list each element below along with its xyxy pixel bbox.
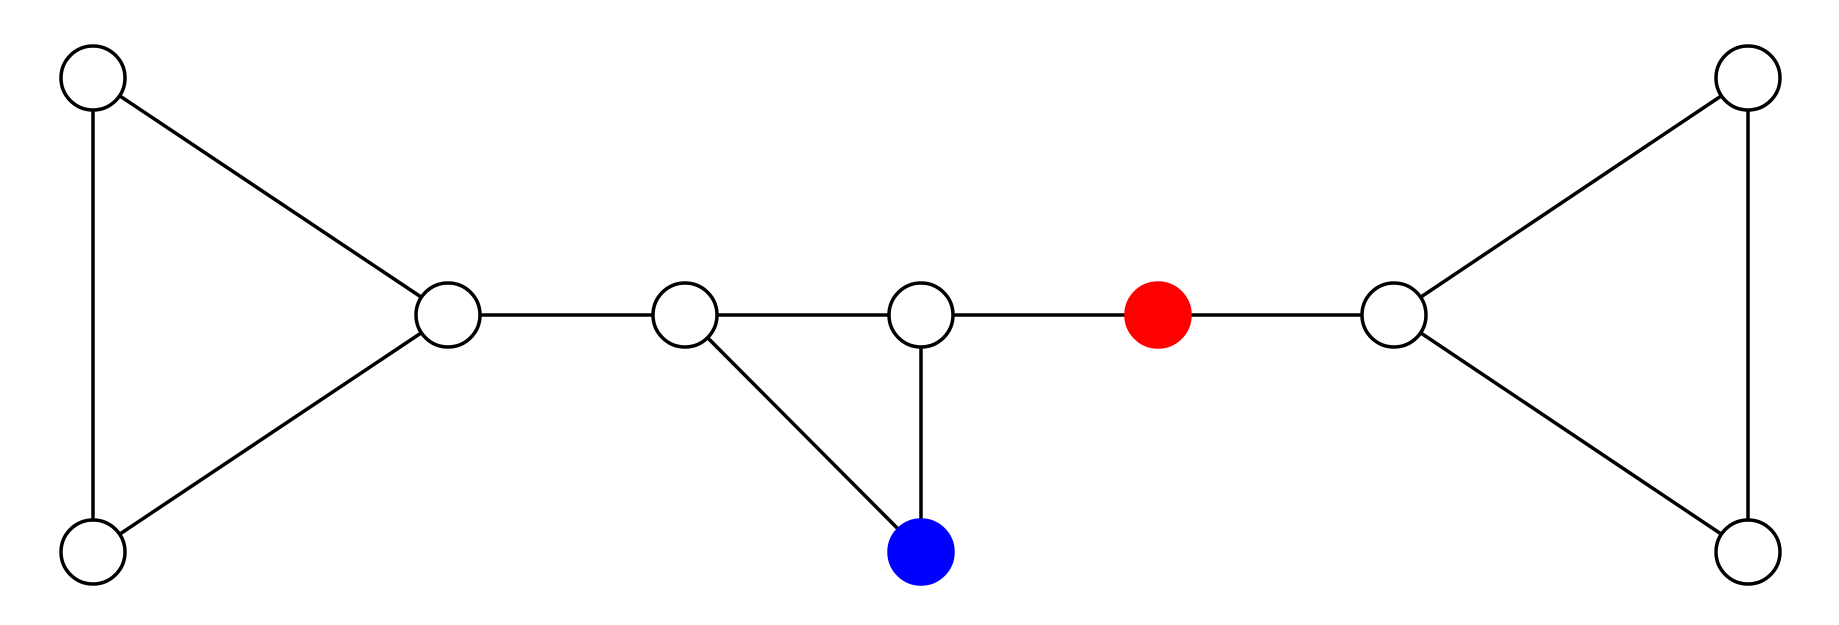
edge-right-hub-to-right-top [1392, 76, 1750, 317]
node-left-bottom [59, 518, 127, 586]
node-right-bottom [1714, 518, 1782, 586]
edge-right-hub-to-right-bottom [1392, 313, 1750, 554]
node-red-node [1124, 281, 1192, 349]
node-center-right [887, 281, 955, 349]
node-center-left [651, 281, 719, 349]
nodes-layer [59, 44, 1782, 586]
node-right-top [1714, 44, 1782, 112]
node-blue-node [887, 518, 955, 586]
edge-left-bottom-to-left-hub [91, 313, 450, 554]
node-left-hub [414, 281, 482, 349]
edges-layer [91, 76, 1750, 554]
node-left-top [59, 44, 127, 112]
edge-left-top-to-left-hub [91, 76, 450, 317]
edge-center-left-to-blue-node [683, 313, 923, 554]
node-right-hub [1360, 281, 1428, 349]
